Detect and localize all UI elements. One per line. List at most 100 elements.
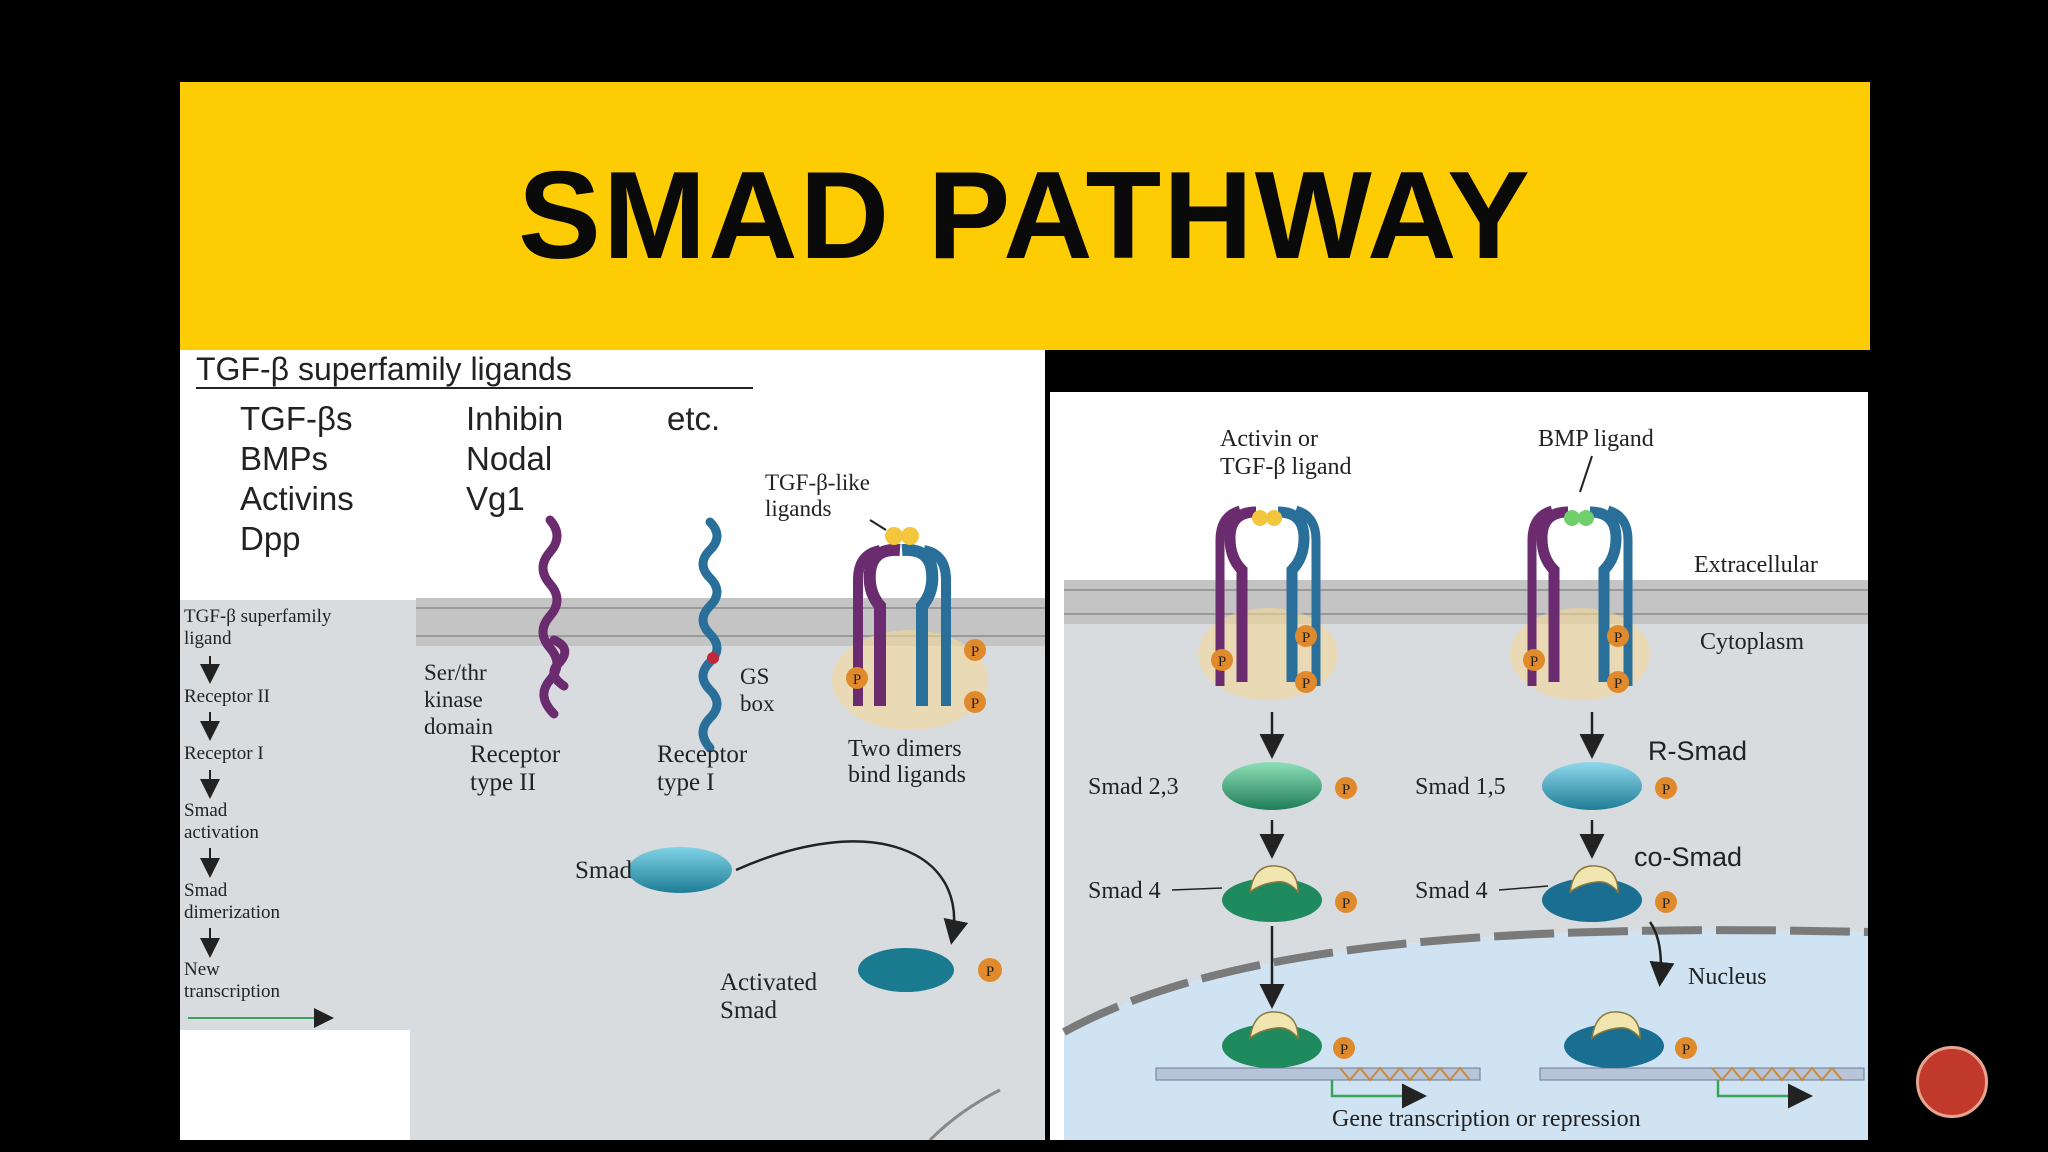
- ligand-dpp: Dpp: [240, 520, 301, 557]
- smad4-left-green: [1222, 878, 1322, 922]
- right-receptor-blue: [1589, 506, 1622, 682]
- smad4-right-blue: [1542, 878, 1642, 922]
- nuclear-complex-left: [1222, 1024, 1322, 1068]
- complex-purple-left: [863, 543, 901, 706]
- svg-text:P: P: [1530, 654, 1538, 670]
- right-receptor-blue-outer: [1606, 505, 1633, 686]
- title-banner: SMAD PATHWAY: [180, 82, 1870, 350]
- smad4-right-label: Smad 4: [1415, 878, 1488, 904]
- slide-nav-button[interactable]: [1916, 1046, 1988, 1118]
- transcription-arrows: [1330, 1080, 1813, 1109]
- ligands-heading: TGF-β superfamily ligands: [196, 351, 572, 387]
- left-receptor-purple: [1224, 506, 1257, 682]
- smad4-right-pointer: [1498, 885, 1549, 891]
- ligand-ball-2: [901, 527, 919, 545]
- receptor-i-label-2: type I: [657, 769, 715, 796]
- step-ligand-2: ligand: [184, 628, 232, 649]
- activated-smad-phosphate: [978, 958, 1002, 982]
- nuclear-right-phosphate: [1675, 1037, 1697, 1059]
- nuclear-complex-right: [1564, 1024, 1664, 1068]
- svg-text:P: P: [1302, 676, 1310, 692]
- blank-corner: [180, 1030, 410, 1140]
- left-receptor-blue: [1277, 506, 1310, 682]
- extracellular-label: Extracellular: [1694, 552, 1818, 578]
- tgf-like-pointer: [869, 519, 887, 531]
- smad-label: Smad: [575, 857, 632, 884]
- receptor-ii-label-2: type II: [470, 769, 536, 796]
- svg-text:P: P: [971, 696, 979, 712]
- svg-text:P: P: [853, 672, 861, 688]
- step-smad-activation: activation: [184, 822, 259, 843]
- receptor-ii-kinase: [549, 635, 570, 691]
- smad15-p-label: P: [1662, 782, 1670, 798]
- nuclear-left-p-label: P: [1340, 1042, 1348, 1058]
- ligand-nodal: Nodal: [466, 440, 552, 477]
- smad4-left-phosphate: [1335, 891, 1357, 913]
- step-receptor-i: Receptor I: [184, 743, 264, 764]
- dna-left: [1155, 1066, 1481, 1082]
- right-receptor-purple-outer: [1527, 505, 1554, 686]
- dimers-label-1: Two dimers: [848, 736, 962, 762]
- svg-text:P: P: [1218, 654, 1226, 670]
- right-complex-phosphates: P P P: [1523, 625, 1629, 693]
- smad23-label: Smad 2,3: [1088, 774, 1179, 800]
- activated-p-label: P: [986, 964, 994, 980]
- left-diagram-panel: TGF-β superfamily ligands TGF-βs BMPs Ac…: [180, 350, 1045, 1142]
- left-diagram: TGF-β superfamily ligands TGF-βs BMPs Ac…: [180, 351, 1045, 1142]
- receptor-type-ii: [538, 515, 562, 719]
- step-receptor-ii: Receptor II: [184, 686, 270, 707]
- smad15-shape: [1542, 762, 1642, 810]
- receptor-i-label-1: Receptor: [657, 741, 748, 768]
- right-diagram-panel: Activin or TGF-β ligand BMP ligand Extra…: [1050, 392, 1869, 1140]
- smad4-left-pointer: [1171, 887, 1223, 891]
- gs-label: GS: [740, 664, 769, 689]
- ligand-bmps: BMPs: [240, 440, 328, 477]
- step-smad-dimerization: dimerization: [184, 902, 281, 923]
- complex-blue-right: [901, 543, 939, 706]
- dna-right: [1539, 1066, 1865, 1082]
- activin-label-2: TGF-β ligand: [1220, 454, 1352, 480]
- receptor-ii-label-1: Receptor: [470, 741, 561, 768]
- gene-transcription-label: Gene transcription or repression: [1332, 1106, 1641, 1132]
- ligand-tgfbs: TGF-βs: [240, 400, 352, 437]
- ligand-vg1: Vg1: [466, 480, 525, 517]
- smad4-left-label: Smad 4: [1088, 878, 1161, 904]
- smad4-right-p-label: P: [1662, 896, 1670, 912]
- smad-shape: [628, 847, 732, 893]
- slide-title: SMAD PATHWAY: [518, 147, 1532, 285]
- activated-label-1: Activated: [720, 969, 818, 996]
- complex-purple-outer: [853, 545, 882, 706]
- receptor-type-i: [698, 517, 722, 753]
- step-smad-2: Smad: [184, 880, 228, 901]
- smad23-p-label: P: [1342, 782, 1350, 798]
- cytoplasm-label: Cytoplasm: [1700, 629, 1804, 655]
- smad23-phosphate: [1335, 777, 1357, 799]
- left-ligand-2: [1266, 510, 1282, 526]
- step-new: New: [184, 959, 220, 980]
- step-transcription: transcription: [184, 981, 281, 1002]
- step-smad-1: Smad: [184, 800, 228, 821]
- cosmad-label: co-Smad: [1634, 842, 1742, 872]
- pathway-arrows: [1259, 712, 1675, 1009]
- ligand-etc: etc.: [667, 400, 720, 437]
- tgf-like-label-2: ligands: [765, 496, 831, 521]
- smad4-left-cosmad: [1248, 865, 1299, 895]
- complex-phosphates: P P P: [846, 639, 986, 713]
- bmp-ligand-1: [1564, 510, 1580, 526]
- right-diagram: Activin or TGF-β ligand BMP ligand Extra…: [1062, 426, 1869, 1140]
- steps-column: TGF-β superfamily ligand Receptor II Rec…: [184, 606, 332, 1002]
- svg-text:P: P: [1614, 630, 1622, 646]
- step-ligand-1: TGF-β superfamily: [184, 606, 332, 627]
- box-label: box: [740, 691, 775, 716]
- svg-text:P: P: [1302, 630, 1310, 646]
- ligand-ball-1: [885, 527, 903, 545]
- svg-text:P: P: [1614, 676, 1622, 692]
- dimers-label-2: bind ligands: [848, 762, 966, 788]
- smad15-phosphate: [1655, 777, 1677, 799]
- tgf-like-label-1: TGF-β-like: [765, 470, 870, 495]
- nuclear-envelope: [1062, 926, 1869, 1036]
- ligand-inhibin: Inhibin: [466, 400, 563, 437]
- left-receptor-blue-outer: [1294, 505, 1321, 686]
- smad15-label: Smad 1,5: [1415, 774, 1506, 800]
- gs-box-marker: [707, 652, 719, 664]
